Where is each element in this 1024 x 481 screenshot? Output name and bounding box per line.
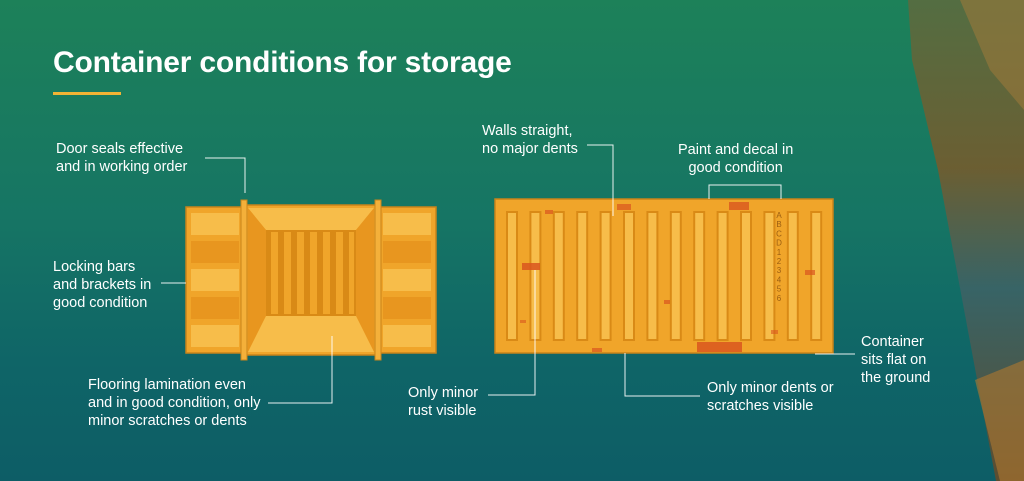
- label-locking-bars: Locking bars and brackets in good condit…: [53, 259, 152, 311]
- title-underline: [53, 92, 121, 95]
- label-flooring: Flooring lamination even and in good con…: [88, 377, 261, 429]
- leader-lines: [161, 144, 855, 404]
- left-door-panel: [191, 325, 239, 347]
- interior-left-wall: [248, 208, 266, 352]
- corrugation-rib-face: [671, 213, 680, 339]
- label-minor-dents: Only minor dents or scratches visible: [707, 380, 834, 414]
- open-container: [185, 199, 437, 361]
- decal-character: A: [776, 211, 782, 220]
- locking-bar-left: [240, 199, 248, 361]
- corrugation-rib-face: [812, 213, 821, 339]
- page-title: Container conditions for storage: [53, 46, 512, 79]
- corrugation-rib-face: [601, 213, 610, 339]
- corrugation-rib-face: [625, 213, 633, 339]
- label-rust: Only minor rust visible: [408, 385, 479, 419]
- decal-character: 1: [777, 248, 782, 257]
- decal-character: B: [776, 220, 781, 229]
- interior-corrugation: [271, 232, 354, 314]
- right-door-panel: [383, 269, 431, 291]
- photo-strip-lower: [975, 360, 1024, 481]
- corrugation-rib-face: [508, 213, 516, 339]
- decal-character: 2: [777, 257, 782, 266]
- right-door-panel: [383, 297, 431, 319]
- corrugation-rib-face: [578, 213, 587, 339]
- corrugation-rib-face: [554, 213, 563, 339]
- left-door-panel: [191, 241, 239, 263]
- label-paint: Paint and decal in good condition: [678, 142, 794, 176]
- leader-paint: [708, 184, 782, 199]
- photo-strip-highlight: [960, 0, 1024, 110]
- interior-ceiling: [248, 208, 374, 230]
- corrugation-rib-face: [742, 213, 750, 339]
- decal-character: 4: [777, 275, 782, 284]
- rust-spots: [520, 202, 815, 352]
- leader-flooring: [268, 336, 333, 404]
- left-door-panel: [191, 213, 239, 235]
- interior-right-wall: [356, 208, 374, 352]
- decal-character: 5: [777, 285, 782, 294]
- photo-strip: [908, 0, 1024, 481]
- locking-bar-right: [374, 199, 382, 361]
- decal-character: 6: [777, 294, 782, 303]
- corrugation-rib-face: [718, 213, 727, 339]
- label-door-seals: Door seals effective and in working orde…: [56, 141, 188, 175]
- corrugation-rib-face: [765, 213, 774, 339]
- right-door-panel: [383, 213, 431, 235]
- decal-character: D: [776, 239, 782, 248]
- corrugation-rib-face: [648, 213, 657, 339]
- corrugation-rib-face: [788, 213, 797, 339]
- leader-door-seals: [205, 157, 246, 193]
- leader-minor-dents: [624, 353, 700, 397]
- corrugation-rib-face: [695, 213, 704, 339]
- decal-character: 3: [777, 266, 782, 275]
- interior-floor: [248, 316, 374, 352]
- left-door-panel: [191, 269, 239, 291]
- leader-rust: [488, 270, 536, 396]
- decal-character: C: [776, 229, 782, 238]
- right-door-panel: [383, 241, 431, 263]
- label-sits-flat: Container sits flat on the ground: [861, 334, 931, 386]
- container-side: [494, 198, 834, 354]
- right-door-panel: [383, 325, 431, 347]
- left-door-panel: [191, 297, 239, 319]
- label-walls: Walls straight, no major dents: [482, 123, 578, 157]
- leader-walls: [587, 144, 614, 216]
